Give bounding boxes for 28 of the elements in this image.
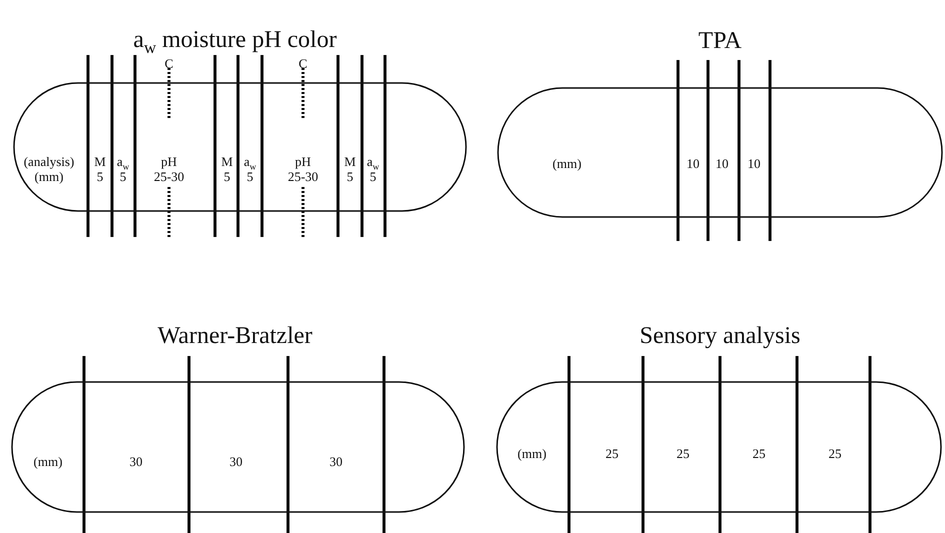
segment-label: a$_{w}$ 5 — [366, 155, 380, 185]
panel-title: Warner-Bratzler — [156, 323, 314, 351]
segment-label: C — [298, 57, 308, 72]
segment-label: 30 — [128, 455, 144, 470]
segment-label: a$_{w}$ 5 — [116, 155, 130, 185]
segment-label: (mm) — [32, 455, 64, 470]
segment-label: 30 — [328, 455, 344, 470]
panel-title: a$_{w}$ moisture pH color — [132, 27, 338, 55]
panel-title: Sensory analysis — [638, 323, 802, 351]
segment-label: pH 25-30 — [152, 155, 186, 185]
segment-label: M 5 — [93, 155, 107, 185]
segment-label: M 5 — [220, 155, 234, 185]
segment-label: 30 — [228, 455, 244, 470]
panel-title: TPA — [697, 28, 743, 56]
segment-label: a$_{w}$ 5 — [242, 155, 258, 185]
segment-label: 25 — [676, 447, 690, 462]
segment-label: 10 — [746, 157, 762, 172]
segment-label: 10 — [714, 157, 730, 172]
segment-label: (mm) — [516, 447, 548, 462]
segment-label: 25 — [604, 447, 620, 462]
segment-label: (mm) — [552, 157, 582, 172]
segment-label: pH 25-30 — [286, 155, 320, 185]
segment-label: C — [164, 57, 174, 72]
segment-label: (analysis) (mm) — [22, 155, 76, 185]
segment-label: 25 — [752, 447, 766, 462]
segment-label: 10 — [686, 157, 700, 172]
segment-label: 25 — [828, 447, 842, 462]
segment-label: M 5 — [343, 155, 357, 185]
